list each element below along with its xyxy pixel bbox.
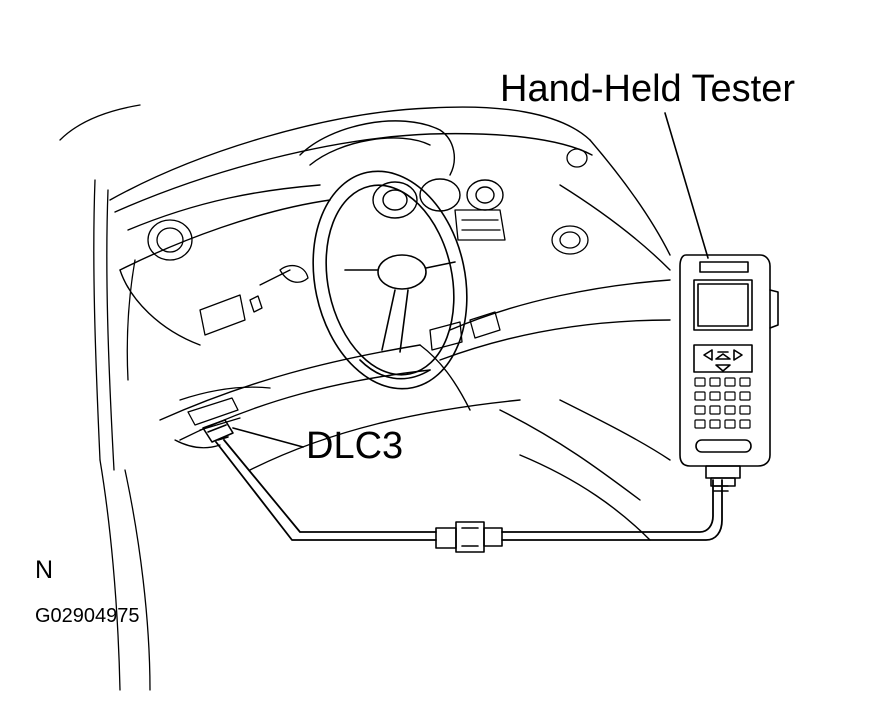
hand-held-tester-device [679, 254, 779, 492]
dlc3-connector [202, 419, 234, 443]
dashboard-outline [109, 106, 671, 541]
tester-cable [215, 439, 723, 541]
hand-held-tester-label: Hand-Held Tester [500, 68, 796, 110]
tester-keypad [694, 377, 751, 429]
air-vents [147, 148, 589, 261]
figure-code-label: G02904975 [35, 605, 140, 627]
a-pillar-outline [59, 104, 151, 691]
cable-connector [435, 521, 503, 553]
view-mark-label: N [35, 556, 54, 584]
instrument-cluster-hood [299, 120, 504, 219]
steering-wheel [312, 170, 468, 390]
dlc3-label: DLC3 [306, 425, 404, 467]
lower-dash-panel [174, 386, 271, 449]
dash-switches [199, 264, 501, 351]
leader-lines [232, 112, 709, 448]
